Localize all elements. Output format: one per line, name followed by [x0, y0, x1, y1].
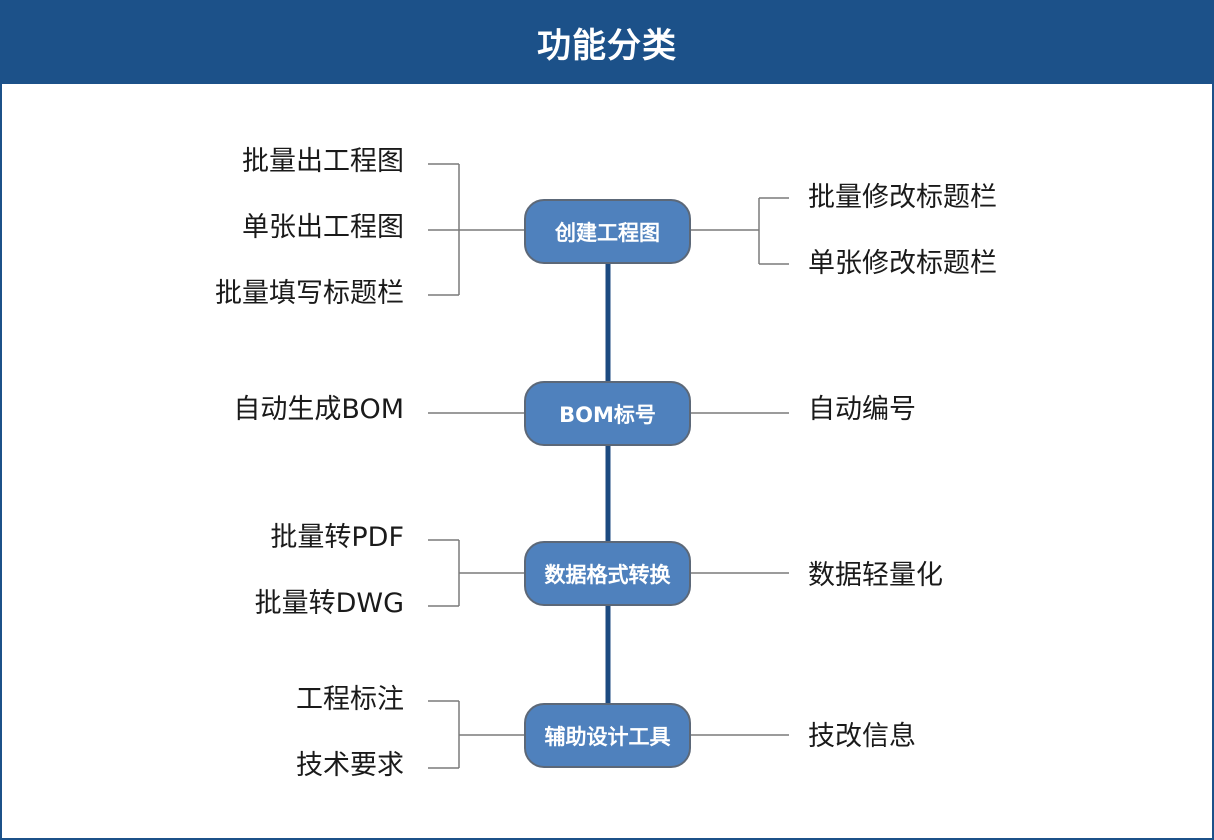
node-bom-numbering: BOM标号 — [524, 381, 691, 446]
node-data-format-conversion: 数据格式转换 — [524, 541, 691, 606]
leaf-auto-bom: 自动生成BOM — [233, 394, 404, 425]
node-1-left-bracket — [428, 163, 524, 296]
leaf-single-drawing: 单张出工程图 — [242, 212, 404, 243]
leaf-batch-title-fill: 批量填写标题栏 — [215, 278, 404, 309]
leaf-auto-numbering: 自动编号 — [808, 394, 916, 425]
node-design-tools: 辅助设计工具 — [524, 703, 691, 768]
node-create-drawing: 创建工程图 — [524, 199, 691, 264]
leaf-batch-title-edit: 批量修改标题栏 — [808, 182, 997, 213]
leaf-engineering-annotation: 工程标注 — [296, 684, 404, 715]
leaf-tech-change-info: 技改信息 — [808, 721, 916, 752]
node-3-left-bracket — [428, 539, 524, 607]
node-4-left-bracket — [428, 700, 524, 769]
leaf-single-title-edit: 单张修改标题栏 — [808, 248, 997, 279]
leaf-batch-drawing: 批量出工程图 — [242, 146, 404, 177]
node-1-right-bracket — [691, 197, 789, 265]
leaf-data-lightweight: 数据轻量化 — [808, 560, 943, 591]
page-title: 功能分类 — [0, 0, 1214, 84]
leaf-batch-pdf: 批量转PDF — [270, 522, 404, 553]
leaf-batch-dwg: 批量转DWG — [254, 588, 404, 619]
leaf-technical-requirements: 技术要求 — [296, 750, 404, 781]
